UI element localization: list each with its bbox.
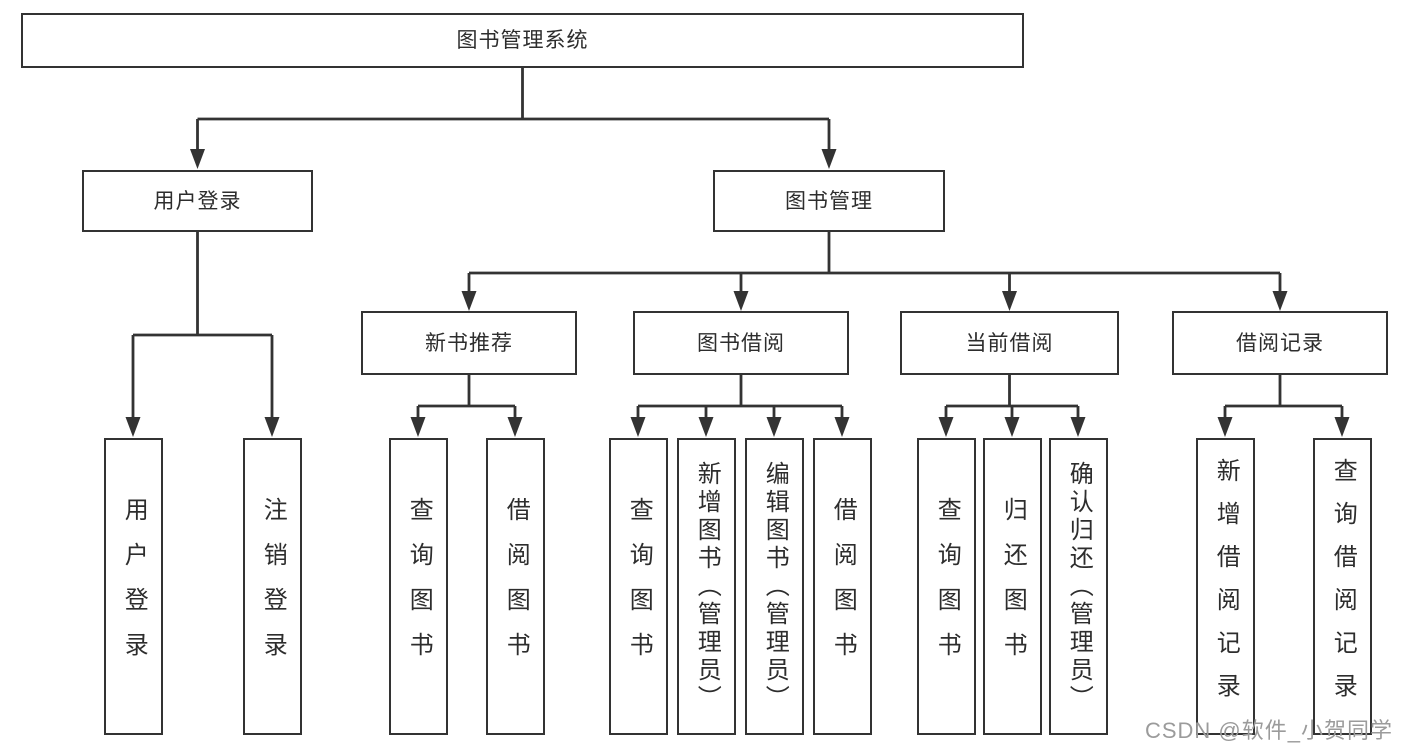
node-borrowing-records: 借阅记录 [1172,311,1388,375]
leaf-borrow-books: 借阅图书 [812,438,872,735]
leaf-query-books-recommend-label: 查询图书 [405,496,433,677]
leaf-borrow-books-label: 借阅图书 [829,496,857,677]
leaf-query-borrow-record: 查询借阅记录 [1312,438,1372,735]
node-book-borrowing: 图书借阅 [633,311,849,375]
node-new-book-recommend: 新书推荐 [361,311,577,375]
leaf-return-books-label: 归还图书 [999,496,1027,677]
node-root-system: 图书管理系统 [21,13,1024,68]
leaf-confirm-return-admin-label: 确认归还（管理员） [1065,460,1093,713]
leaf-query-books-recommend: 查询图书 [388,438,448,735]
node-current-borrowing: 当前借阅 [900,311,1119,375]
leaf-return-books: 归还图书 [982,438,1042,735]
leaf-borrow-books-recommend: 借阅图书 [485,438,545,735]
leaf-add-borrow-record: 新增借阅记录 [1195,438,1255,735]
csdn-watermark: CSDN @软件_小贺同学 [1144,718,1393,743]
leaf-user-login-label: 用户登录 [120,496,148,677]
leaf-query-books-current: 查询图书 [916,438,976,735]
leaf-logout: 注销登录 [242,438,302,735]
node-book-management: 图书管理 [713,170,945,232]
leaf-logout-label: 注销登录 [259,496,287,677]
leaf-query-books-current-label: 查询图书 [933,496,961,677]
leaf-edit-book-admin-label: 编辑图书（管理员） [761,460,789,713]
leaf-user-login: 用户登录 [103,438,163,735]
leaf-add-borrow-record-label: 新增借阅记录 [1212,457,1240,716]
leaf-edit-book-admin: 编辑图书（管理员） [744,438,804,735]
leaf-add-book-admin-label: 新增图书（管理员） [693,460,721,713]
leaf-query-borrow-record-label: 查询借阅记录 [1329,457,1357,716]
leaf-query-books-borrowing: 查询图书 [608,438,668,735]
leaf-confirm-return-admin: 确认归还（管理员） [1048,438,1108,735]
node-user-login: 用户登录 [82,170,313,232]
leaf-add-book-admin: 新增图书（管理员） [676,438,736,735]
leaf-borrow-books-recommend-label: 借阅图书 [502,496,530,677]
leaf-query-books-borrowing-label: 查询图书 [625,496,653,677]
